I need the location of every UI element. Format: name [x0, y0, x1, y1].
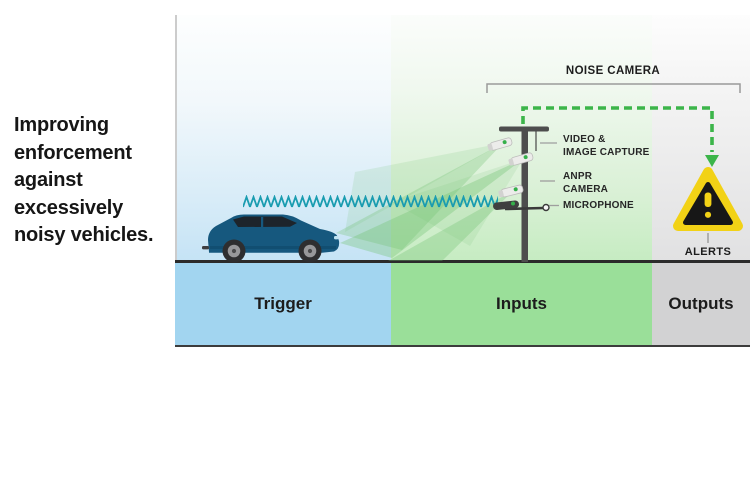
microphone-icon — [493, 200, 550, 212]
label-leader-lines — [540, 142, 559, 207]
road-line — [175, 260, 750, 263]
noise-camera-label: NOISE CAMERA — [565, 65, 661, 77]
signal-flow-dashed-path — [521, 106, 719, 167]
video-capture-camera-icon — [487, 137, 513, 151]
zone-trigger: Trigger — [175, 263, 391, 345]
sound-wave — [243, 195, 498, 209]
headline-text: Improving enforcement against excessivel… — [14, 114, 154, 247]
car-headlight — [334, 236, 339, 240]
zone-inputs: Inputs — [391, 263, 652, 345]
zone-trigger-label: Trigger — [254, 294, 312, 313]
noise-camera-bracket — [486, 83, 741, 93]
anpr-camera-icon — [498, 184, 524, 198]
zone-outputs: Outputs — [652, 263, 750, 345]
zone-inputs-label: Inputs — [496, 294, 547, 313]
zone-outputs-label: Outputs — [668, 294, 734, 313]
secondary-camera-icon — [508, 152, 534, 166]
microphone-label: MICROPHONE — [563, 200, 634, 211]
band-bottom-border — [175, 345, 750, 347]
car-illustration — [202, 214, 340, 263]
anpr-camera-label: ANPR CAMERA — [563, 171, 609, 195]
alerts-label: ALERTS — [684, 246, 732, 258]
car-exhaust — [202, 246, 209, 250]
camera-pole — [487, 126, 550, 262]
video-capture-label: VIDEO & IMAGE CAPTURE — [563, 134, 650, 158]
down-arrow-icon — [705, 155, 719, 167]
warning-triangle-icon — [673, 167, 743, 231]
vertical-divider — [175, 15, 177, 347]
car-windows — [233, 216, 297, 227]
